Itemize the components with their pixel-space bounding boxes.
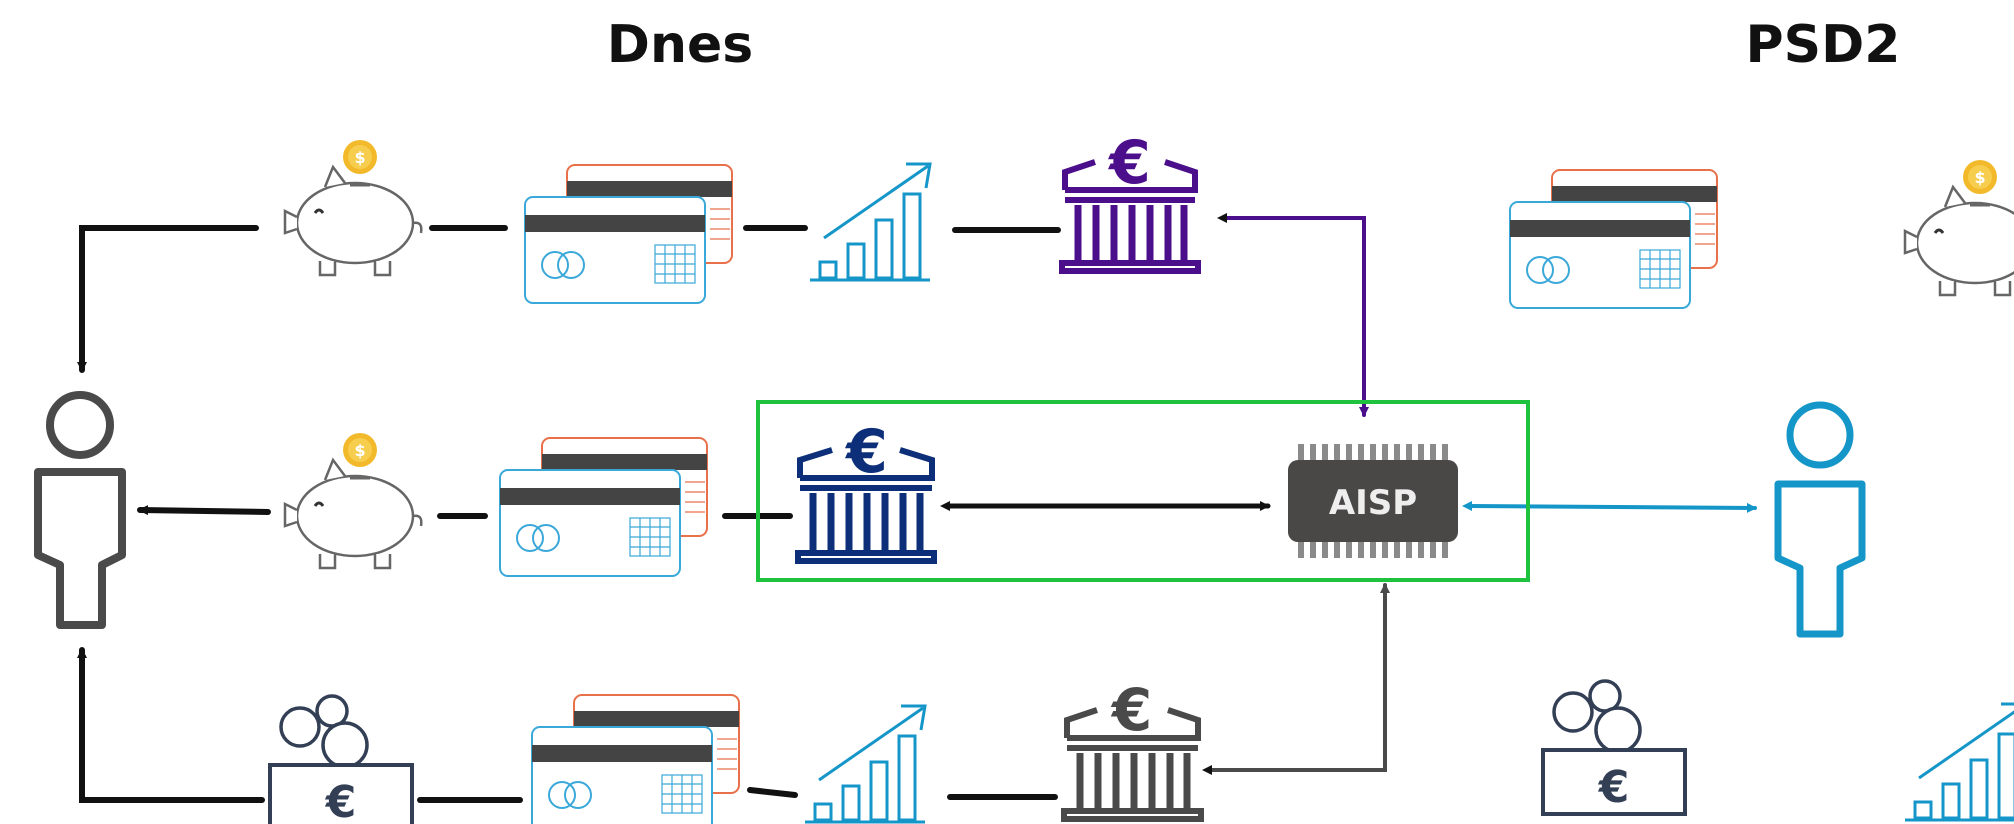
arrow-mid-to-person — [137, 505, 271, 516]
credit-cards-icon — [1509, 169, 1718, 309]
credit-cards-icon — [499, 437, 708, 577]
heading-today: Dnes — [607, 15, 753, 75]
cash-coins-icon — [268, 694, 414, 824]
person-icon — [34, 391, 126, 629]
bank-euro-icon: € — [1061, 676, 1204, 822]
svg-text:€: € — [1107, 128, 1151, 198]
connector-bot-2 — [747, 787, 798, 798]
arrow-aisp-person-cyan — [1462, 501, 1757, 513]
svg-text:€: € — [844, 417, 888, 487]
bank-euro-icon: € — [795, 417, 937, 564]
credit-cards-icon — [524, 164, 733, 304]
bank-euro-icon: € — [1059, 128, 1201, 274]
arrow-bot-to-person — [77, 647, 265, 803]
psd2-frame — [756, 400, 1530, 582]
arrow-top-to-person — [77, 225, 259, 373]
growth-chart-icon — [808, 162, 932, 282]
aisp-label: AISP — [1329, 483, 1417, 523]
credit-cards-icon — [531, 694, 740, 824]
arrow-bank-aisp-purple — [1217, 213, 1369, 417]
piggy-bank-icon — [283, 431, 423, 570]
connectors — [77, 213, 1757, 803]
growth-chart-icon — [1903, 702, 2014, 822]
growth-chart-icon — [803, 704, 927, 824]
aisp-chip-icon: AISP — [1288, 444, 1458, 558]
heading-psd2: PSD2 — [1746, 15, 1901, 75]
piggy-bank-icon — [1903, 158, 2014, 297]
arrow-bank-aisp-gray — [1202, 583, 1390, 775]
piggy-bank-icon — [283, 138, 423, 277]
cash-coins-icon — [1541, 679, 1687, 816]
person-icon — [1774, 401, 1866, 638]
svg-text:€: € — [1110, 676, 1152, 744]
